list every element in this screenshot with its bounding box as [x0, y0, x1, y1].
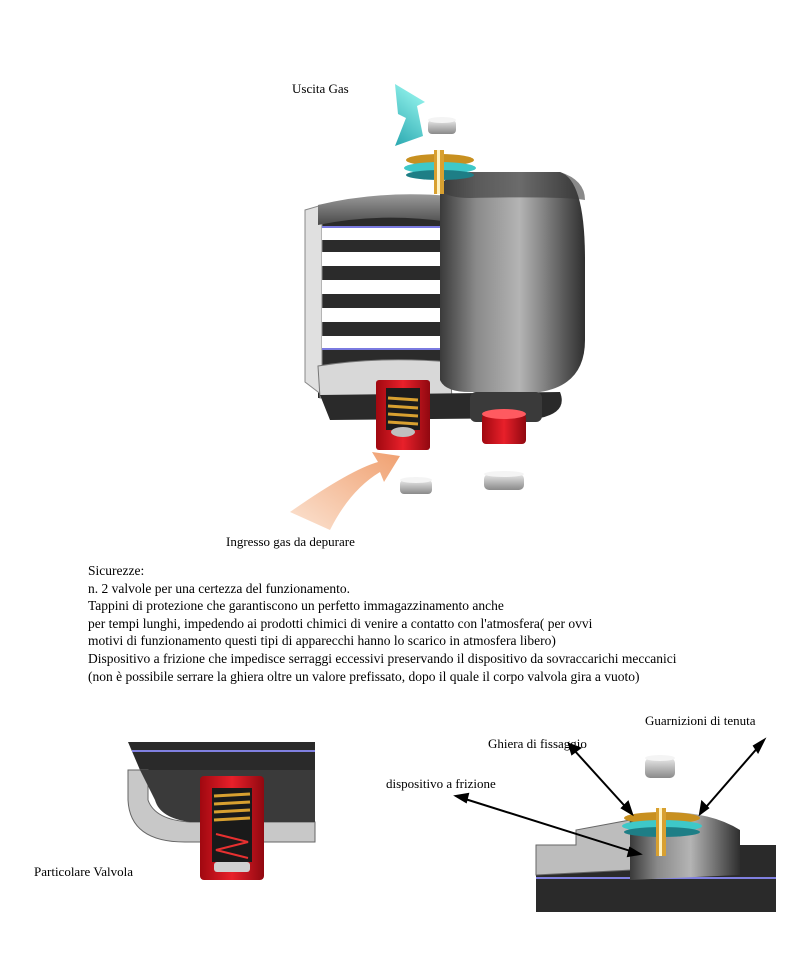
seal-detail — [535, 755, 776, 912]
filter-layers — [322, 226, 452, 350]
description-line: (non è possibile serrare la ghiera oltre… — [88, 668, 640, 684]
description-line: n. 2 valvole per una certezza del funzio… — [88, 580, 351, 596]
protection-caps — [400, 471, 524, 494]
inlet-arrow-icon — [290, 452, 400, 530]
seals-label: Guarnizioni di tenuta — [645, 713, 756, 728]
pointer-arrow-icon — [453, 737, 767, 858]
gas-outlet-label: Uscita Gas — [292, 81, 349, 96]
friction-device-label: dispositivo a frizione — [386, 776, 496, 791]
fixing-ring-label: Ghiera di fissaggio — [488, 736, 587, 751]
description-heading: Sicurezze: — [88, 563, 145, 578]
filter-body — [304, 172, 585, 420]
safety-description: Sicurezze: n. 2 valvole per una certezza… — [88, 562, 778, 685]
gas-inlet-label: Ingresso gas da depurare — [226, 534, 355, 549]
valve-detail-label: Particolare Valvola — [34, 864, 134, 879]
outlet-arrow-icon — [395, 84, 425, 146]
outlet-cap — [428, 117, 456, 134]
outlet-valve — [404, 150, 476, 194]
valve-detail — [127, 742, 316, 880]
description-line: per tempi lunghi, impedendo ai prodotti … — [88, 615, 593, 631]
description-line: Tappini di protezione che garantiscono u… — [88, 598, 504, 614]
inlet-valve — [376, 380, 430, 450]
description-line: Dispositivo a frizione che impedisce ser… — [88, 650, 677, 666]
description-line: motivi di funzionamento questi tipi di a… — [88, 633, 556, 649]
right-red-cap — [470, 392, 542, 444]
